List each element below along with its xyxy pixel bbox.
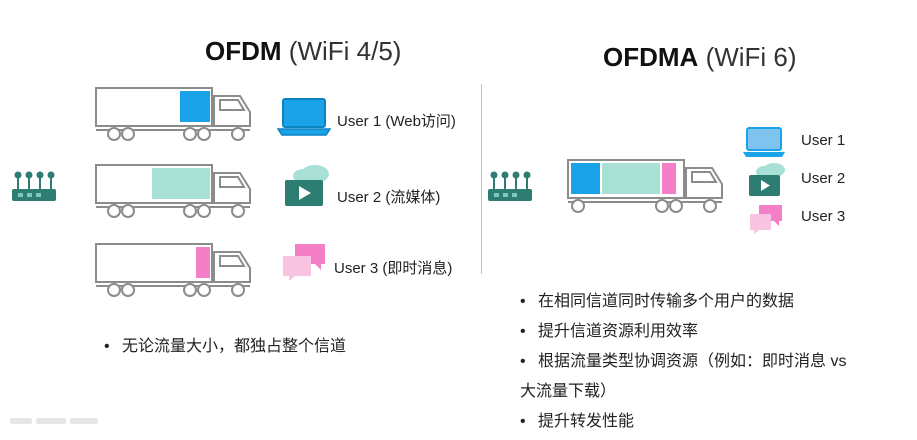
video-cloud-icon-small: [749, 163, 785, 196]
ofdma-bullet-2-text: 提升信道资源利用效率: [538, 323, 699, 340]
chat-icon: [283, 244, 325, 281]
ofdma-bullet-4-text: 提升转发性能: [538, 413, 635, 430]
ofdma-bullet-1: •在相同信道同时传输多个用户的数据: [520, 293, 795, 310]
ofdma-bullet-3-continuation: 大流量下载）: [520, 383, 617, 400]
ofdma-bullet-3: •根据流量类型协调资源（例如：即时消息 vs: [520, 353, 847, 370]
truck-user1: [95, 87, 251, 141]
ofdm-user1-label: User 1 (Web访问): [337, 113, 456, 130]
ofdma-bullet-4: •提升转发性能: [520, 413, 635, 430]
video-cloud-icon: [285, 165, 329, 206]
laptop-icon: [277, 98, 331, 136]
ofdma-title: OFDMA (WiFi 6): [603, 42, 797, 73]
truck-user3: [95, 243, 251, 297]
ofdm-user3-label: User 3 (即时消息): [334, 260, 453, 277]
router-icon-left: [12, 171, 56, 201]
truck-user2: [95, 164, 251, 218]
ofdm-user2-label: User 2 (流媒体): [337, 189, 441, 206]
ofdma-bullet-1-text: 在相同信道同时传输多个用户的数据: [538, 293, 795, 310]
shared-cargo-user2: [602, 163, 660, 194]
chat-icon-small: [750, 205, 782, 234]
shared-cargo-user3: [662, 163, 676, 194]
ofdm-title: OFDM (WiFi 4/5): [205, 36, 401, 67]
cargo-user3: [196, 247, 210, 278]
ofdm-bullet-text: 无论流量大小，都独占整个信道: [122, 338, 347, 355]
router-icon-right: [488, 171, 532, 201]
ofdma-bullet-3-text: 根据流量类型协调资源（例如：即时消息 vs: [538, 353, 847, 370]
ofdm-bullet: •无论流量大小，都独占整个信道: [104, 338, 347, 355]
ofdma-user1-label: User 1: [801, 132, 846, 149]
ofdm-title-sub: (WiFi 4/5): [288, 36, 402, 66]
ofdma-bullet-2: •提升信道资源利用效率: [520, 323, 699, 340]
ofdma-user2-label: User 2: [801, 170, 846, 187]
watermark: [10, 418, 98, 424]
ofdma-title-sub: (WiFi 6): [705, 42, 797, 72]
shared-truck: [567, 159, 723, 213]
ofdm-title-bold: OFDM: [205, 36, 282, 66]
section-divider: [481, 84, 482, 274]
cargo-user1: [180, 91, 210, 122]
laptop-icon-small: [743, 127, 785, 157]
ofdma-user3-label: User 3: [801, 208, 846, 225]
shared-cargo-user1: [571, 163, 600, 194]
cargo-user2: [152, 168, 210, 199]
ofdma-title-bold: OFDMA: [603, 42, 699, 72]
